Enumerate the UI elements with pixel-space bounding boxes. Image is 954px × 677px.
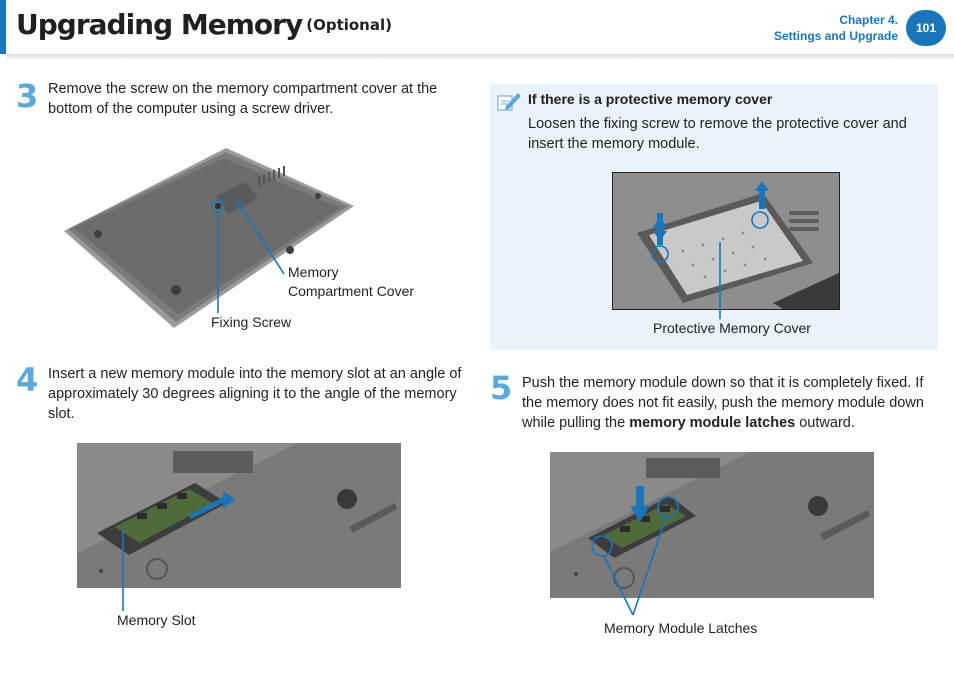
note-title: If there is a protective memory cover [528,91,773,107]
page-title-suffix: (Optional) [306,16,392,34]
label-memory-module-latches: Memory Module Latches [604,620,758,636]
laptop-bottom-photo [58,136,358,332]
label-protective-memory-cover: Protective Memory Cover [653,320,811,336]
section-label: Settings and Upgrade [773,29,898,43]
page-title-text: Upgrading Memory [16,8,303,41]
label-memory-compartment-cover-line2: Compartment Cover [288,283,415,299]
page-title: Upgrading Memory(Optional) [16,8,392,41]
memory-latches-photo [550,452,874,598]
step-number-4: 4 [16,361,39,399]
header-accent-bar [0,0,6,54]
step-number-5: 5 [490,369,513,407]
step-4-text: Insert a new memory module into the memo… [48,366,462,422]
chapter-heading: Chapter 4. Settings and Upgrade [774,12,898,44]
note-pencil-icon [497,93,521,111]
label-memory-slot: Memory Slot [117,612,196,628]
label-fixing-screw: Fixing Screw [211,314,292,330]
header-divider [6,54,954,60]
chapter-label: Chapter 4. [839,13,898,27]
step-5-text-after: outward. [795,415,855,431]
protective-cover-photo [612,172,840,310]
step-5-text: Push the memory module down so that it i… [522,373,942,433]
step-3-text: Remove the screw on the memory compartme… [48,81,438,117]
page-number-badge: 101 [906,10,946,46]
label-memory-compartment-cover-line1: Memory [288,264,339,280]
step-5-text-bold: memory module latches [629,415,796,431]
note-body: Loosen the fixing screw to remove the pr… [528,116,907,152]
step-5-text-before: Push the memory module down so that it i… [522,375,924,431]
step-number-3: 3 [16,77,39,115]
memory-slot-photo [77,443,401,588]
